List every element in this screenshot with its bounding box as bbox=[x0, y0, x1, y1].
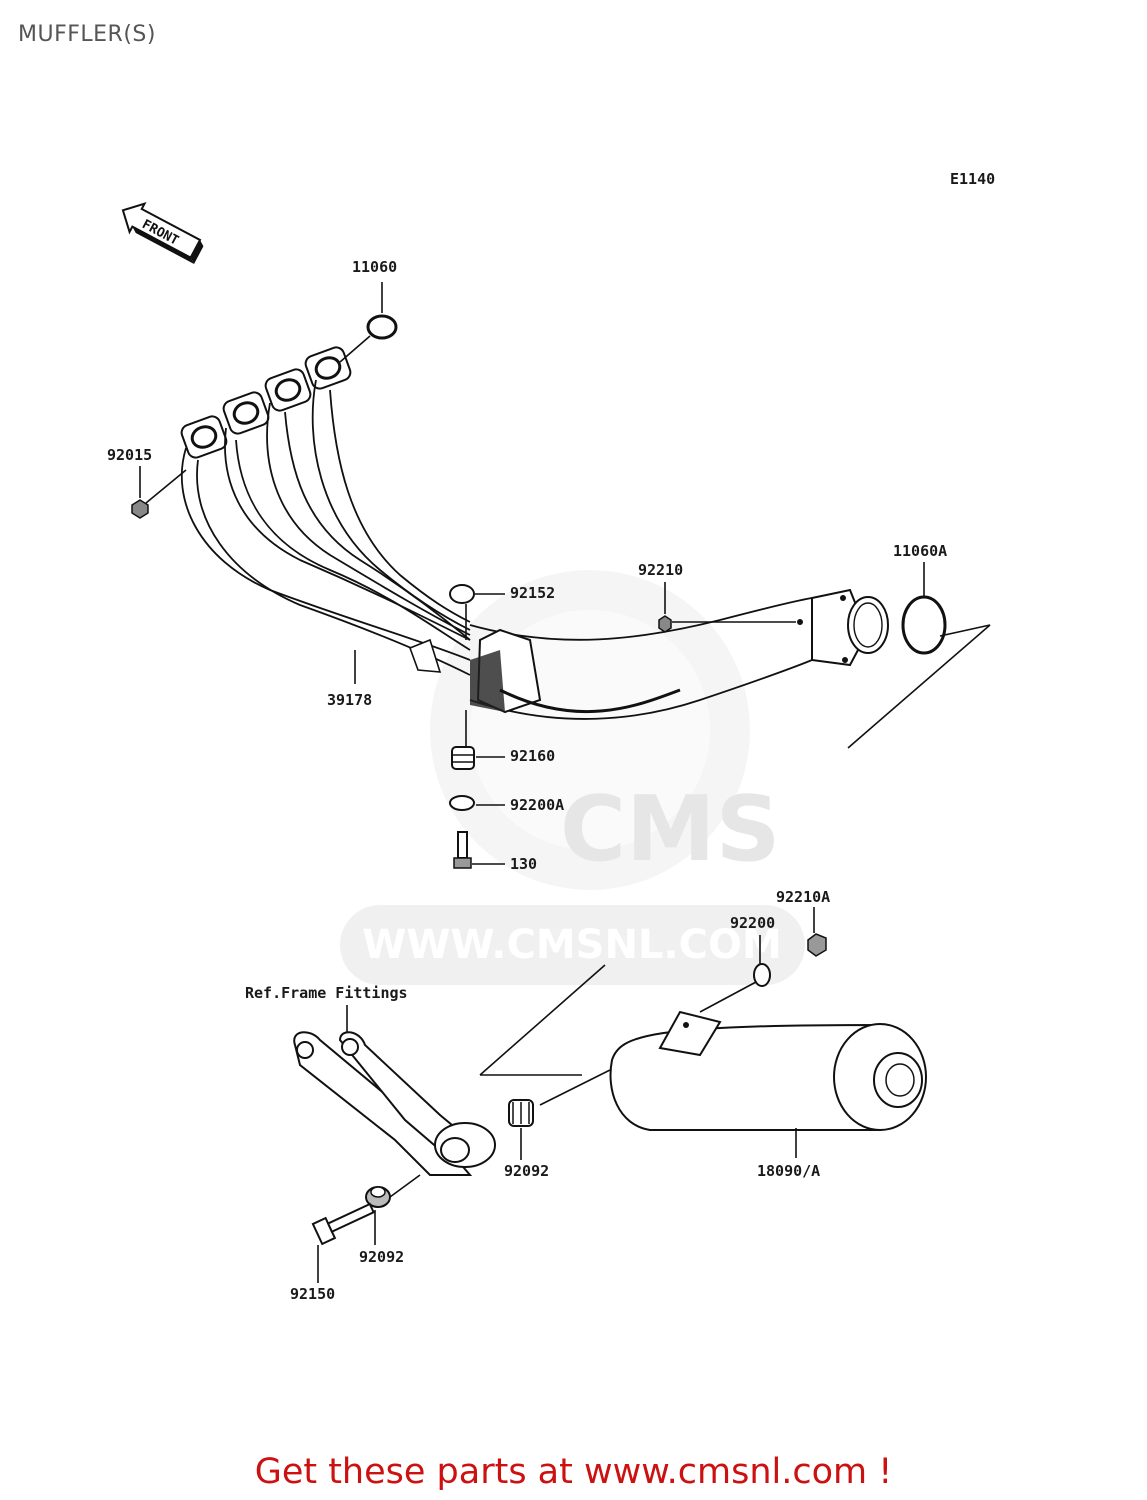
label-92160: 92160 bbox=[510, 747, 555, 765]
washer-92200a bbox=[449, 795, 475, 811]
nut-92210a bbox=[807, 933, 827, 957]
label-130: 130 bbox=[510, 855, 537, 873]
label-92200: 92200 bbox=[730, 914, 775, 932]
damper-92160 bbox=[451, 746, 475, 770]
page-title: MUFFLER(S) bbox=[18, 22, 156, 47]
label-92092-a: 92092 bbox=[504, 1162, 549, 1180]
label-11060a: 11060A bbox=[893, 542, 947, 560]
exploded-parts-diagram: CMS WWW.CMSNL.COM E1140 FRONT bbox=[107, 170, 995, 1303]
label-92152: 92152 bbox=[510, 584, 555, 602]
front-arrow-icon: FRONT bbox=[121, 202, 204, 264]
label-ref-frame-fittings: Ref.Frame Fittings bbox=[245, 984, 408, 1002]
frame-bracket bbox=[293, 1031, 496, 1176]
watermark-brand: CMS bbox=[560, 777, 780, 882]
label-18090a: 18090/A bbox=[757, 1162, 820, 1180]
muffler-18090a bbox=[609, 1010, 927, 1131]
nut-92210 bbox=[658, 615, 672, 633]
gasket-11060 bbox=[366, 314, 398, 340]
nut-92015 bbox=[131, 499, 149, 519]
label-11060: 11060 bbox=[352, 258, 397, 276]
damper-92092-a bbox=[508, 1099, 534, 1127]
bolt-92150 bbox=[311, 1202, 375, 1246]
promo-link[interactable]: Get these parts at www.cmsnl.com ! bbox=[254, 1452, 893, 1492]
watermark-url: WWW.CMSNL.COM bbox=[362, 922, 782, 968]
label-92092-b: 92092 bbox=[359, 1248, 404, 1266]
collar-92152 bbox=[449, 584, 475, 604]
callout-labels: 11060 92015 92210 11060A 92152 39178 921… bbox=[107, 258, 947, 1303]
label-92150: 92150 bbox=[290, 1285, 335, 1303]
label-92210: 92210 bbox=[638, 561, 683, 579]
label-39178: 39178 bbox=[327, 691, 372, 709]
collector-pipe bbox=[469, 588, 889, 720]
gasket-11060a bbox=[901, 595, 947, 655]
bolt-130 bbox=[453, 831, 472, 869]
exhaust-flanges bbox=[180, 346, 352, 459]
label-92200a: 92200A bbox=[510, 796, 564, 814]
collar-92092-b bbox=[365, 1186, 391, 1208]
diagram-code: E1140 bbox=[950, 170, 995, 188]
leader-lines bbox=[139, 282, 991, 1283]
washer-92200 bbox=[753, 963, 771, 987]
exhaust-header-pipes bbox=[180, 379, 471, 676]
label-92210a: 92210A bbox=[776, 888, 830, 906]
label-92015: 92015 bbox=[107, 446, 152, 464]
